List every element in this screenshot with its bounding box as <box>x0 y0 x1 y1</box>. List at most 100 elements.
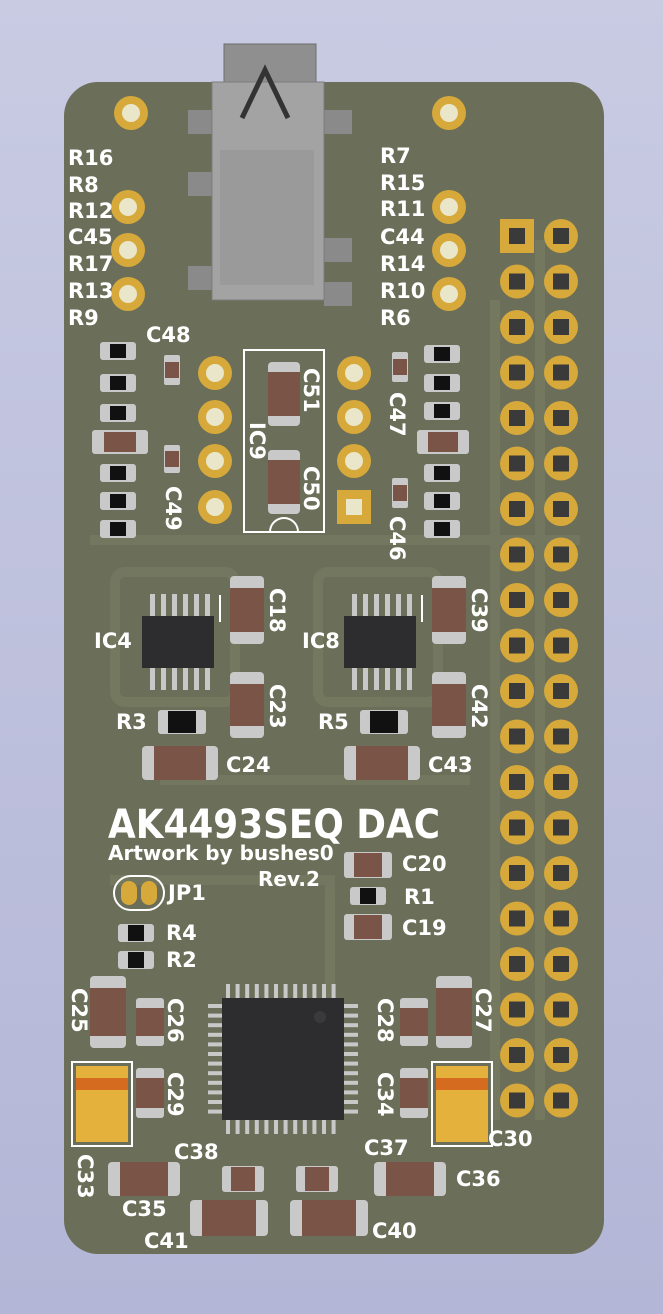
header-pin-hole <box>509 865 525 881</box>
header-pin-hole <box>553 546 569 563</box>
silkscreen-labels: R16 R8 R12 C45 R17 R13 R9 R7 R15 R11 C44… <box>67 144 533 1253</box>
label-c25: C25 <box>67 988 91 1033</box>
header-pin-hole <box>553 1001 569 1018</box>
header-pin-hole <box>553 410 569 426</box>
label-c34: C34 <box>373 1072 397 1117</box>
header-pin-hole <box>509 410 525 426</box>
label-c18: C18 <box>265 588 289 633</box>
header-pin-hole <box>509 819 525 836</box>
header-pin-hole <box>553 728 569 745</box>
header-pin-hole <box>553 637 569 654</box>
smd-components <box>71 342 493 1236</box>
label-r16: R16 <box>68 146 113 170</box>
header-pin-hole <box>553 910 569 927</box>
label-c46: C46 <box>385 516 409 561</box>
pin-header <box>500 219 578 1118</box>
header-pin-hole <box>553 1047 569 1063</box>
header-pin-hole <box>509 364 525 381</box>
label-c20: C20 <box>402 852 447 876</box>
header-pin-hole <box>553 956 569 972</box>
label-c29: C29 <box>163 1072 187 1117</box>
header-pin-hole <box>509 910 525 927</box>
label-c27: C27 <box>471 988 495 1033</box>
label-r7: R7 <box>380 144 411 168</box>
ic9-socket <box>198 349 371 533</box>
label-r14: R14 <box>380 252 425 276</box>
label-c47: C47 <box>385 392 409 437</box>
label-r17: R17 <box>68 252 113 276</box>
label-r10: R10 <box>380 279 425 303</box>
label-c40: C40 <box>372 1219 417 1243</box>
label-c28: C28 <box>373 998 397 1043</box>
board-credit: Artwork by bushes0 <box>108 841 334 865</box>
label-r4: R4 <box>166 921 197 945</box>
label-c33: C33 <box>73 1154 97 1199</box>
header-pin-hole <box>553 592 569 608</box>
header-pin-hole <box>509 1047 525 1063</box>
header-pin-hole <box>553 273 569 290</box>
label-r3: R3 <box>116 710 147 734</box>
header-pin-hole <box>509 728 525 745</box>
label-r6: R6 <box>380 306 411 330</box>
label-r13: R13 <box>68 279 113 303</box>
label-c44: C44 <box>380 225 425 249</box>
label-c36: C36 <box>456 1167 501 1191</box>
headphone-jack <box>188 43 352 306</box>
header-pin-hole <box>509 319 525 335</box>
header-pin-hole <box>509 956 525 972</box>
header-pin-hole <box>509 592 525 608</box>
label-c24: C24 <box>226 753 271 777</box>
label-c50: C50 <box>299 466 323 511</box>
label-ic4: IC4 <box>94 629 132 653</box>
header-pin-hole <box>509 273 525 290</box>
header-pin-hole <box>553 819 569 836</box>
label-c43: C43 <box>428 753 473 777</box>
label-r1: R1 <box>404 885 435 909</box>
header-pin-hole <box>553 501 569 517</box>
board-revision: Rev.2 <box>258 867 320 891</box>
board-title: AK4493SEQ DAC <box>108 802 440 848</box>
label-c30: C30 <box>488 1127 533 1151</box>
header-pin-hole <box>509 228 525 244</box>
header-pin-hole <box>509 683 525 699</box>
label-c38: C38 <box>174 1140 219 1164</box>
label-r12: R12 <box>68 199 113 223</box>
label-r9: R9 <box>68 306 99 330</box>
label-r8: R8 <box>68 173 99 197</box>
header-pin-hole <box>509 1001 525 1018</box>
jack-pads <box>111 190 466 311</box>
label-jp1: JP1 <box>166 881 206 905</box>
header-pin-hole <box>553 364 569 381</box>
mounting-holes <box>114 96 466 130</box>
header-pin-hole <box>509 501 525 517</box>
label-c51: C51 <box>299 368 323 413</box>
label-c48: C48 <box>146 323 191 347</box>
header-pin-hole <box>509 1092 525 1109</box>
label-r2: R2 <box>166 948 197 972</box>
label-c37: C37 <box>364 1136 409 1160</box>
label-c19: C19 <box>402 916 447 940</box>
label-r15: R15 <box>380 171 425 195</box>
label-c42: C42 <box>467 684 491 729</box>
header-pin-hole <box>553 774 569 790</box>
header-pin-hole <box>553 1092 569 1109</box>
header-pin-hole <box>509 774 525 790</box>
header-pin-hole <box>509 637 525 654</box>
label-c35: C35 <box>122 1197 167 1221</box>
label-c41: C41 <box>144 1229 189 1253</box>
label-c49: C49 <box>161 486 185 531</box>
label-c26: C26 <box>163 998 187 1043</box>
header-pin-hole <box>553 228 569 244</box>
label-ic8: IC8 <box>302 629 340 653</box>
header-pin-hole <box>553 865 569 881</box>
header-pin-hole <box>509 546 525 563</box>
label-r5: R5 <box>318 710 349 734</box>
header-pin-hole <box>553 319 569 335</box>
label-c45: C45 <box>68 225 113 249</box>
header-pin-hole <box>509 455 525 472</box>
label-ic9: IC9 <box>245 422 269 460</box>
label-r11: R11 <box>380 197 425 221</box>
header-pin-hole <box>553 455 569 472</box>
label-c23: C23 <box>265 684 289 729</box>
label-c39: C39 <box>467 588 491 633</box>
